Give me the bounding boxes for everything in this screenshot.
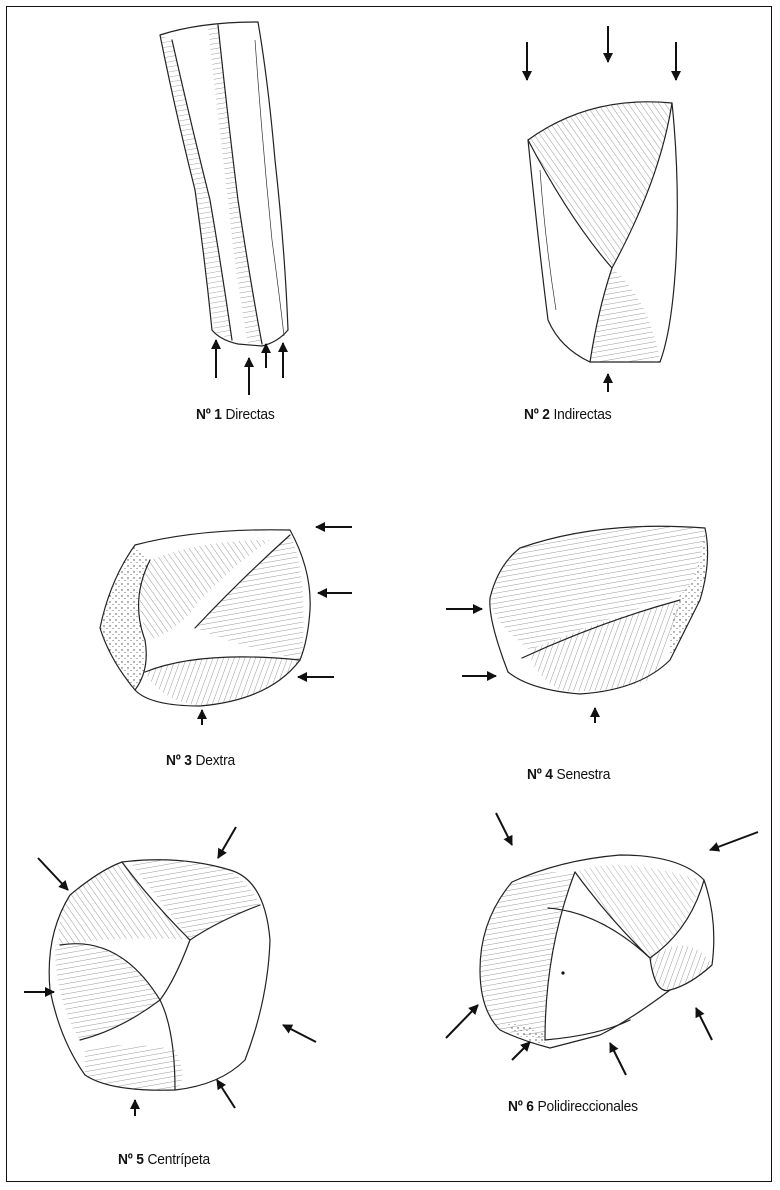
caption-2: Nº 2 Indirectas — [524, 406, 611, 423]
caption-5-number: Nº 5 — [118, 1151, 144, 1168]
core-drawing-2 — [528, 102, 677, 362]
caption-4-number: Nº 4 — [527, 766, 553, 783]
core-drawing-6 — [480, 855, 714, 1048]
caption-1-number: Nº 1 — [196, 406, 222, 423]
caption-5: Nº 5 Centrípeta — [118, 1151, 210, 1168]
caption-6-number: Nº 6 — [508, 1098, 534, 1115]
core-drawing-3 — [100, 530, 310, 706]
core-drawing-1 — [160, 22, 288, 346]
caption-1: Nº 1 Directas — [196, 406, 275, 423]
caption-4-name: Senestra — [556, 766, 610, 783]
caption-3-number: Nº 3 — [166, 752, 192, 769]
caption-3: Nº 3 Dextra — [166, 752, 235, 769]
core-drawing-5 — [49, 860, 270, 1090]
caption-3-name: Dextra — [195, 752, 235, 769]
arrows-1 — [216, 340, 283, 395]
caption-5-name: Centrípeta — [147, 1151, 210, 1168]
caption-1-name: Directas — [225, 406, 274, 423]
caption-6: Nº 6 Polidireccionales — [508, 1098, 638, 1115]
caption-2-number: Nº 2 — [524, 406, 550, 423]
caption-2-name: Indirectas — [553, 406, 611, 423]
core-drawing-4 — [490, 526, 708, 694]
caption-6-name: Polidireccionales — [537, 1098, 637, 1115]
caption-4: Nº 4 Senestra — [527, 766, 610, 783]
